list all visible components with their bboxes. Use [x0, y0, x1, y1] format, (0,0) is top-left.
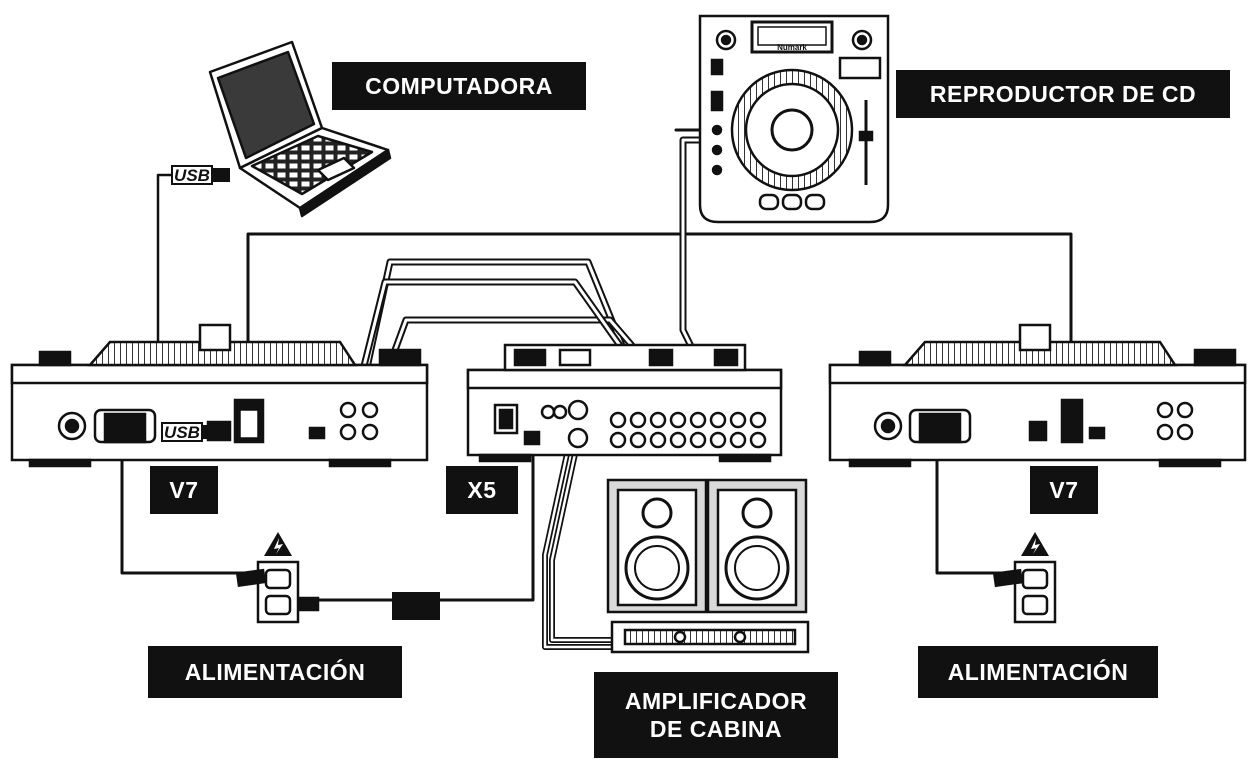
- turntable-left-label: V7: [150, 466, 218, 514]
- cd-player: Numark: [698, 14, 890, 224]
- mixer: [466, 343, 783, 463]
- power-cable-right: [935, 453, 1017, 575]
- computer-label: COMPUTADORA: [332, 62, 586, 110]
- turntable-right: [828, 323, 1247, 468]
- outlet-left: [235, 560, 320, 624]
- booth-amp-label-line1: AMPLIFICADOR: [624, 687, 808, 714]
- usb-tag-bottom: USB: [161, 422, 224, 442]
- link-cable: [246, 232, 1073, 397]
- booth-amp-label-line2: DE CABINA: [649, 716, 783, 742]
- turntable-right-label: V7: [1030, 466, 1098, 514]
- laptop: [208, 40, 392, 218]
- speaker-left: [606, 478, 708, 614]
- power-cable-left: [120, 453, 262, 575]
- turntable-left: [10, 323, 429, 468]
- power-left-label: ALIMENTACIÓN: [148, 646, 402, 698]
- cd-player-label: REPRODUCTOR DE CD: [896, 70, 1230, 118]
- booth-amplifier: [610, 620, 810, 654]
- cd-brand: Numark: [777, 43, 807, 52]
- power-adapter: [392, 592, 440, 620]
- speaker-right: [706, 478, 808, 614]
- svg-text:USB: USB: [174, 166, 210, 185]
- power-cable-mixer: [438, 448, 535, 602]
- booth-amp-label: AMPLIFICADOR DE CABINA: [594, 672, 838, 758]
- warning-icon-left: [264, 532, 292, 556]
- outlet-right: [992, 560, 1057, 624]
- usb-tag-top: USB: [171, 165, 230, 185]
- mixer-label: X5: [446, 466, 518, 514]
- warning-icon-right: [1021, 532, 1049, 556]
- svg-text:USB: USB: [164, 423, 200, 442]
- power-right-label: ALIMENTACIÓN: [918, 646, 1158, 698]
